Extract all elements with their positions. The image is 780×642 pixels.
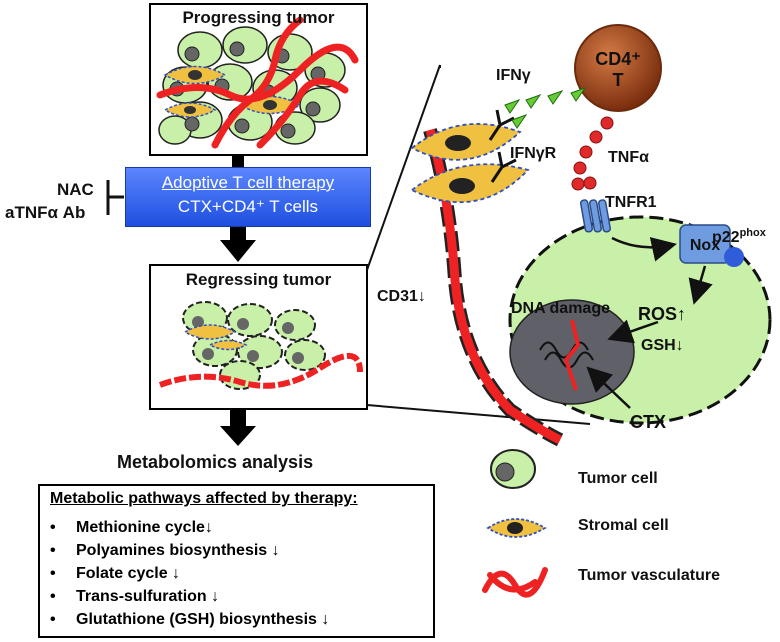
ifng-molecules: [504, 87, 587, 129]
cd4-t-cell: [574, 24, 662, 112]
progressing-tumor-title: Progressing tumor: [182, 8, 335, 27]
legend-stromal-cell-label: Stromal cell: [578, 517, 669, 534]
gsh-label: GSH↓: [641, 337, 684, 354]
metabolomics-analysis-title: Metabolomics analysis: [117, 452, 314, 472]
arrow-therapy-to-regressing: [220, 226, 256, 262]
ifng-label: IFNγ: [496, 67, 531, 84]
ros-label: ROS↑: [638, 304, 686, 324]
legend-stromal-cell-icon: [486, 518, 547, 538]
arrow-progressing-to-therapy-shaft: [232, 156, 244, 168]
tnfa-label: TNFα: [608, 149, 649, 166]
pathway-item: •Glutathione (GSH) biosynthesis ↓: [50, 611, 330, 628]
pathway-item: •Polyamines biosynthesis ↓: [50, 542, 280, 559]
legend-tumor-vasculature-icon: [482, 567, 548, 598]
zoom-lines: [366, 64, 591, 425]
pathways-title: Metabolic pathways affected by therapy:: [50, 490, 358, 507]
p22phox-subunit: [724, 247, 744, 267]
arrow-regressing-to-metabolomics: [220, 410, 256, 446]
legend-tumor-cell-icon: [490, 449, 536, 489]
ifngr-receptors: [488, 109, 517, 183]
tnfr1-label: TNFR1: [605, 194, 657, 211]
inhibitor-nac: NAC: [57, 180, 94, 199]
adoptive-therapy-box: Adoptive T cell therapy CTX+CD4⁺ T cells: [125, 167, 371, 227]
therapy-subtitle: CTX+CD4⁺ T cells: [177, 197, 319, 216]
pathway-item: •Folate cycle ↓: [50, 565, 181, 582]
nox-label: Nox: [690, 237, 720, 254]
p22phox-label: p22phox: [712, 227, 767, 246]
regressing-tumor-title: Regressing tumor: [185, 270, 332, 289]
cd4-label-line1: CD4⁺: [595, 49, 641, 69]
legend-tumor-vasculature-label: Tumor vasculature: [578, 567, 720, 584]
metabolic-pathways-box: Metabolic pathways affected by therapy: …: [38, 484, 435, 638]
pathway-item: •Trans-sulfuration ↓: [50, 588, 220, 605]
cd31-label: CD31↓: [377, 288, 426, 305]
progressing-tumor-illustration: [156, 16, 359, 149]
regressing-tumor-illustration: [158, 301, 363, 390]
inhibitor-atnfa-ab: aTNFα Ab: [5, 203, 86, 222]
legend-tumor-cell-label: Tumor cell: [578, 470, 658, 487]
inhibition-symbol: [106, 180, 124, 215]
dna-damage-mark: [563, 319, 581, 391]
pathways-list: •Methionine cycle↓ •Polyamines biosynthe…: [50, 516, 329, 631]
therapy-title: Adoptive T cell therapy: [161, 173, 335, 192]
nox-enzyme: [679, 224, 731, 264]
ctx-label: CTX: [630, 412, 666, 432]
dna-damage-label: DNA damage: [511, 300, 610, 317]
tnfa-molecules: [571, 116, 614, 191]
cd4-label-line2: T: [613, 70, 624, 90]
ifngr-label: IFNγR: [510, 145, 557, 162]
tnfr1-receptor: [579, 199, 611, 233]
mechanism-arrows: [586, 236, 713, 409]
pathway-item: •Methionine cycle↓: [50, 519, 213, 536]
